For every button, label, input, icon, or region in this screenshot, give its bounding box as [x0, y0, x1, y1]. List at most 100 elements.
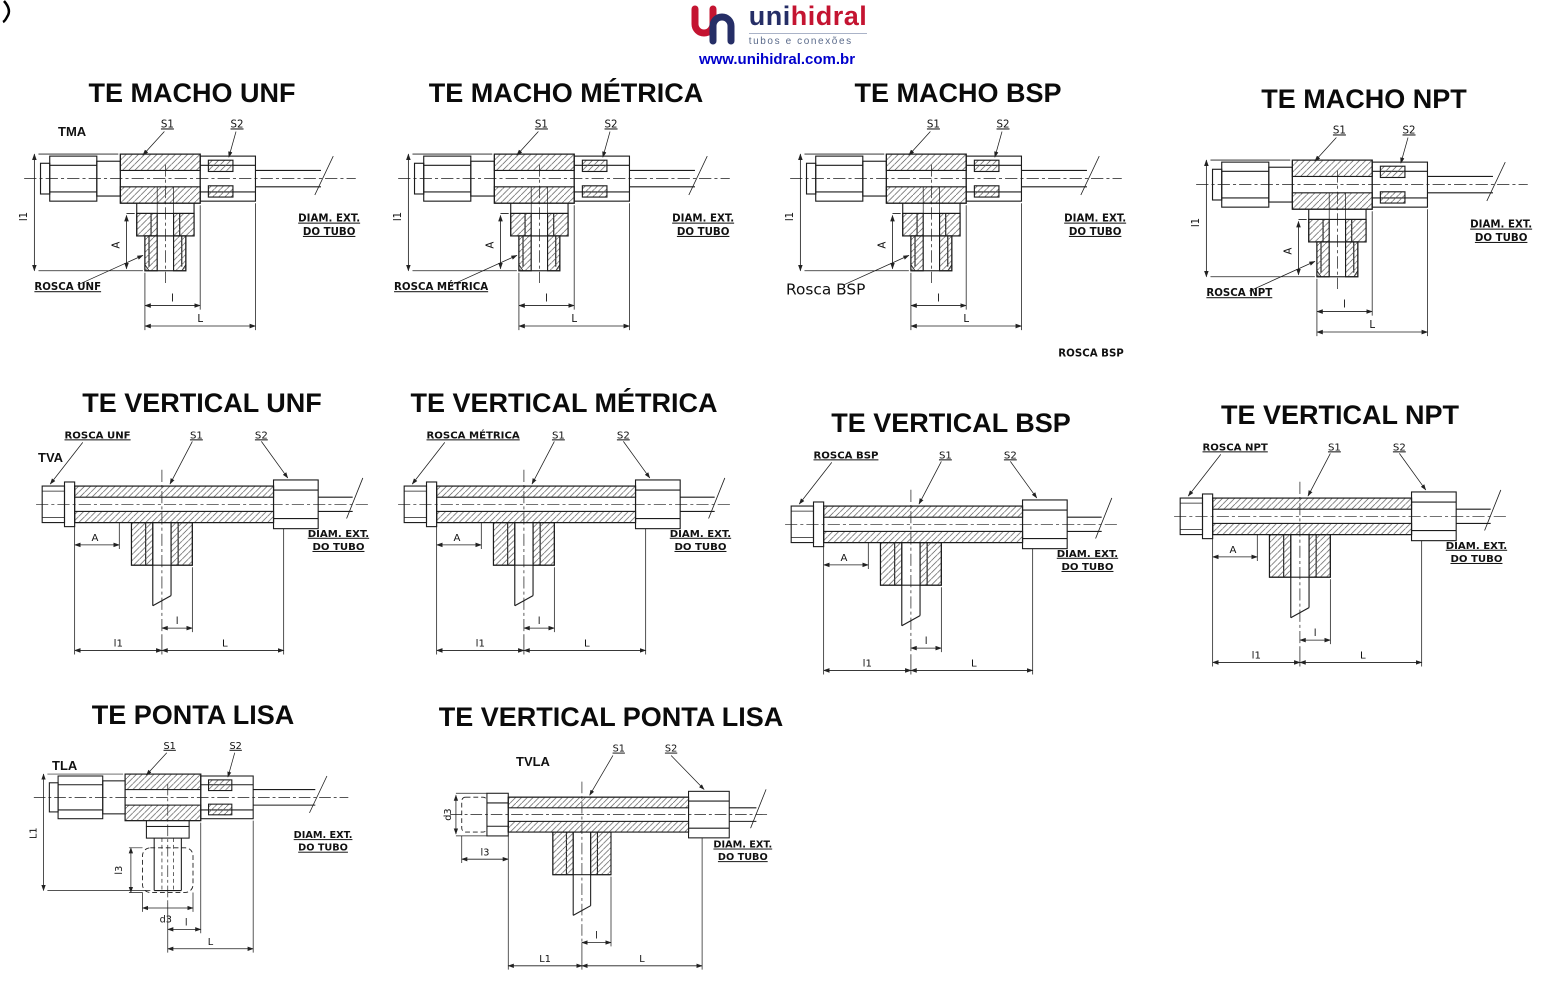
- label-s1: S1: [1333, 126, 1346, 137]
- label-s1: S1: [164, 741, 176, 752]
- label-l1: l1: [1191, 218, 1202, 227]
- technical-drawing: S1 S2 l1 A Rosca BSP l L DIAM. EXT. DO T…: [785, 120, 1126, 360]
- label-rosca: ROSCA UNF: [64, 430, 130, 441]
- label-L: L: [583, 638, 589, 649]
- label-a: A: [1283, 248, 1294, 255]
- label-l1: l1: [475, 638, 484, 649]
- label-l3: l3: [481, 847, 490, 858]
- label-s1: S1: [551, 430, 564, 441]
- label-L: L: [970, 658, 976, 669]
- label-s2: S2: [1392, 442, 1405, 453]
- label-do-tubo: DO TUBO: [1450, 554, 1502, 565]
- diagram-title: TE VERTICAL UNF: [82, 388, 322, 418]
- corner-ink-mark: [0, 0, 18, 31]
- diagram-te-vertical-npt: TE VERTICAL NPT ROSCA NPT S1 S2 A l1 l L…: [1162, 400, 1518, 691]
- label-l: l: [175, 616, 178, 627]
- label-d3: d3: [443, 808, 454, 820]
- label-l1: l1: [393, 212, 404, 221]
- diagram-code: TMA: [58, 124, 87, 139]
- diagram-title: TE MACHO UNF: [88, 78, 296, 108]
- label-diam-ext: DIAM. EXT.: [1445, 541, 1506, 552]
- diagram-te-vertical-ponta-lisa: TE VERTICAL PONTA LISA TVLA d3 l3 S1 S2 …: [396, 702, 826, 991]
- label-l: l: [171, 294, 174, 305]
- label-d3: d3: [160, 915, 172, 926]
- label-do-tubo: DO TUBO: [312, 542, 364, 553]
- technical-drawing: S1 S2 L1 l3 d3 l L DIAM. EXT. DO TUBO: [29, 741, 353, 980]
- logo-mark-icon: [691, 5, 735, 45]
- diagram-title: TE VERTICAL MÉTRICA: [410, 388, 718, 418]
- label-s2: S2: [1003, 450, 1016, 461]
- technical-drawing: ROSCA BSP S1 S2 A l1 l L DIAM. EXT. DO T…: [779, 450, 1124, 699]
- label-diam-ext: DIAM. EXT.: [1064, 214, 1126, 225]
- label-s2: S2: [616, 430, 629, 441]
- label-do-tubo: DO TUBO: [1475, 233, 1528, 244]
- label-rosca: ROSCA NPT: [1206, 288, 1272, 299]
- label-L: L: [1369, 320, 1375, 331]
- diagram-te-macho-npt: TE MACHO NPT S1 S2 l1 A ROSCA NPT l L DI…: [1180, 84, 1548, 367]
- label-L: L: [639, 954, 645, 965]
- diagram-title: TE MACHO BSP: [854, 78, 1062, 108]
- diagram-title: TE PONTA LISA: [91, 700, 295, 730]
- label-s1: S1: [161, 120, 174, 131]
- label-rosca: ROSCA MÉTRICA: [394, 280, 488, 293]
- diagram-te-vertical-bsp: TE VERTICAL BSP ROSCA BSP S1 S2 A l1 l L…: [776, 408, 1126, 699]
- label-do-tubo: DO TUBO: [303, 227, 356, 238]
- label-L: L: [571, 314, 577, 325]
- diagram-code: TVLA: [516, 754, 550, 769]
- label-s2: S2: [665, 744, 677, 755]
- label-s2: S2: [254, 430, 267, 441]
- technical-drawing: ROSCA MÉTRICA S1 S2 A l1 l L DIAM. EXT. …: [392, 428, 737, 679]
- technical-drawing: d3 l3 S1 S2 l L1 L DIAM. EXT. DO TUBO: [443, 744, 772, 991]
- label-a: A: [453, 533, 460, 544]
- label-l: l: [595, 931, 598, 942]
- label-s2: S2: [605, 120, 618, 131]
- label-s2: S2: [230, 741, 242, 752]
- label-do-tubo: DO TUBO: [1061, 562, 1113, 573]
- brand-name: unihidral: [749, 3, 868, 30]
- label-a: A: [111, 242, 122, 249]
- label-rosca: ROSCA NPT: [1202, 442, 1267, 453]
- label-diam-ext: DIAM. EXT.: [307, 529, 368, 540]
- label-do-tubo: DO TUBO: [674, 542, 726, 553]
- label-s2: S2: [1403, 126, 1416, 137]
- brand-hidral: hidral: [790, 1, 868, 31]
- label-s1: S1: [938, 450, 951, 461]
- diagram-title: TE MACHO NPT: [1261, 84, 1467, 114]
- technical-drawing: ROSCA NPT S1 S2 A l1 l L DIAM. EXT. DO T…: [1168, 442, 1513, 691]
- label-diam-ext: DIAM. EXT.: [294, 830, 353, 841]
- label-l: l: [545, 294, 548, 305]
- label-l: l: [185, 918, 188, 929]
- label-l1: l1: [1251, 650, 1260, 661]
- label-rosca: ROSCA MÉTRICA: [426, 428, 519, 441]
- label-a: A: [485, 242, 496, 249]
- label-l1: l1: [785, 212, 796, 221]
- label-a: A: [1229, 545, 1236, 556]
- label-l1: l1: [862, 658, 871, 669]
- website-link[interactable]: www.unihidral.com.br: [698, 51, 856, 68]
- label-diam-ext: DIAM. EXT.: [1470, 220, 1532, 231]
- label-L: L: [963, 314, 969, 325]
- label-s2: S2: [231, 120, 244, 131]
- label-L: L: [197, 314, 203, 325]
- label-s1: S1: [927, 120, 940, 131]
- label-L: L: [221, 638, 227, 649]
- diagram-te-macho-bsp: TE MACHO BSP S1 S2 l1 A Rosca BSP l L DI…: [772, 78, 1144, 361]
- label-do-tubo: DO TUBO: [718, 852, 768, 863]
- diagram-title: TE MACHO MÉTRICA: [428, 78, 704, 108]
- label-l1: l1: [19, 212, 30, 221]
- label-l1: L1: [539, 954, 551, 965]
- diagram-title: TE VERTICAL PONTA LISA: [438, 702, 784, 732]
- diagram-te-macho-metrica: TE MACHO MÉTRICA S1 S2 l1 A ROSCA MÉTRIC…: [386, 78, 746, 361]
- technical-drawing: ROSCA UNF S1 S2 A l1 l L DIAM. EXT. DO T…: [30, 430, 375, 679]
- technical-drawing: S1 S2 l1 A ROSCA NPT l L DIAM. EXT. DO T…: [1191, 126, 1532, 367]
- label-l: l: [937, 294, 940, 305]
- label-do-tubo: DO TUBO: [1069, 227, 1122, 238]
- brand-uni: uni: [748, 1, 791, 31]
- label-s1: S1: [613, 744, 625, 755]
- label-s1: S1: [535, 120, 548, 131]
- label-diam-ext: DIAM. EXT.: [298, 214, 360, 225]
- label-rosca: Rosca BSP: [786, 280, 865, 298]
- technical-drawing: S1 S2 l1 A ROSCA MÉTRICA l L DIAM. EXT. …: [393, 120, 734, 361]
- label-a: A: [91, 533, 98, 544]
- label-do-tubo: DO TUBO: [298, 843, 348, 854]
